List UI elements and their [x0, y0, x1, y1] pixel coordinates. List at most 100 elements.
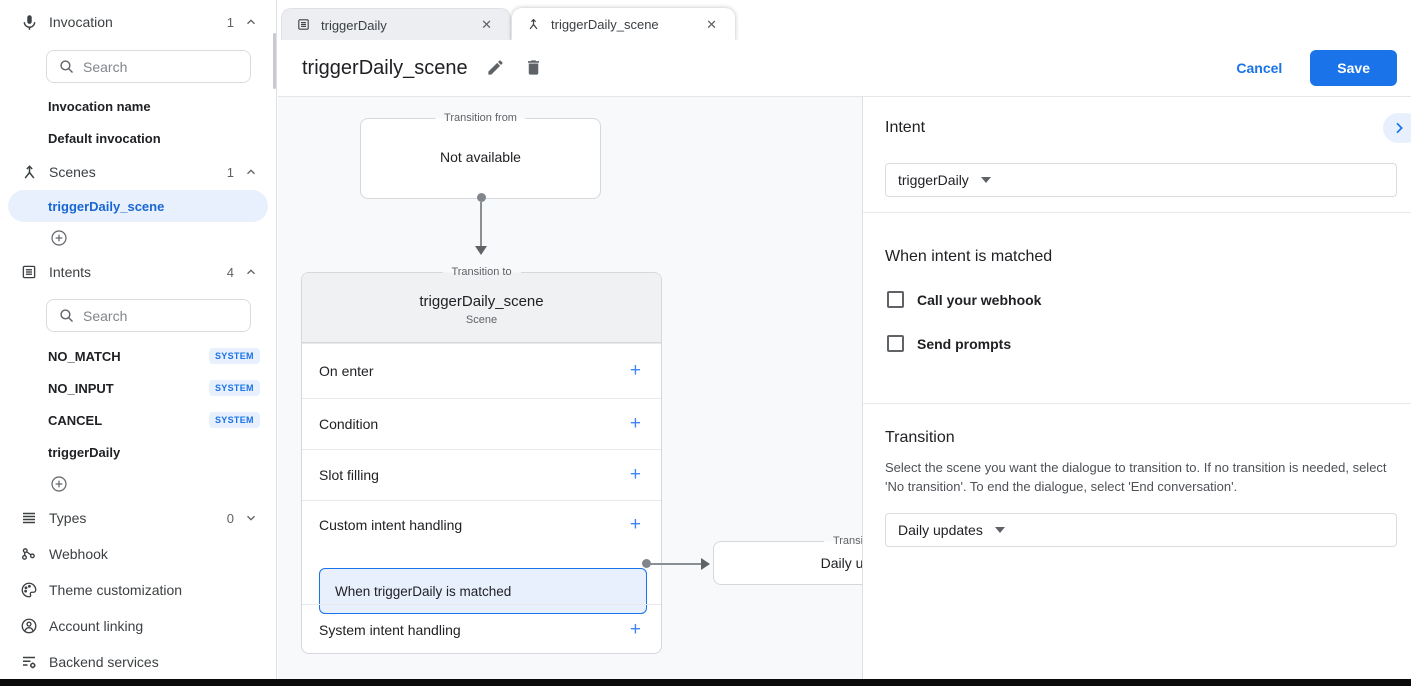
checkbox-unchecked[interactable] [887, 335, 904, 352]
chevron-up-icon [244, 15, 258, 29]
invocation-search[interactable] [46, 50, 251, 83]
sidebar-item-default-invocation[interactable]: Default invocation [48, 131, 161, 146]
section-count: 1 [226, 14, 234, 30]
add-scene-button[interactable] [50, 229, 68, 247]
sidebar-item-invocation-name[interactable]: Invocation name [48, 99, 151, 114]
sidebar-item-webhook[interactable]: Webhook [0, 541, 276, 567]
link-label: Webhook [49, 546, 108, 562]
scene-icon [526, 17, 542, 33]
link-label: Backend services [49, 654, 159, 670]
sidebar-section-types[interactable]: Types 0 [0, 505, 276, 531]
chevron-up-icon [244, 265, 258, 279]
sidebar-item-no-match[interactable]: NO_MATCH [48, 349, 121, 364]
when-matched-heading: When intent is matched [885, 248, 1053, 265]
link-label: Account linking [49, 618, 144, 634]
target-card-title: Daily updates [820, 555, 862, 571]
sidebar-section-intents[interactable]: Intents 4 [0, 259, 276, 285]
transition-select-value: Daily updates [898, 522, 983, 538]
transition-select[interactable]: Daily updates [885, 513, 1397, 547]
sidebar-item-account-linking[interactable]: Account linking [0, 613, 276, 639]
checkbox-unchecked[interactable] [887, 291, 904, 308]
row-slot-filling[interactable]: Slot filling + [302, 449, 661, 500]
link-label: Theme customization [49, 582, 183, 598]
connector-dot [642, 559, 651, 568]
section-label: Intents [49, 264, 92, 280]
add-intent-button[interactable] [50, 475, 68, 493]
section-label: Types [49, 510, 87, 526]
tab-triggerdaily[interactable]: triggerDaily ✕ [281, 8, 511, 41]
edit-pencil-icon[interactable] [486, 58, 506, 78]
search-input[interactable] [83, 58, 213, 75]
bottom-bar [0, 679, 1411, 686]
intents-search[interactable] [46, 299, 251, 332]
row-on-enter[interactable]: On enter + [302, 343, 661, 398]
sidebar-item-cancel[interactable]: CANCEL [48, 413, 103, 428]
tab-strip: triggerDaily ✕ triggerDaily_scene ✕ [278, 0, 1411, 41]
add-icon[interactable]: + [629, 619, 641, 640]
search-input[interactable] [83, 307, 213, 324]
row-custom-intent-handling[interactable]: Custom intent handling + When triggerDai… [302, 500, 661, 614]
sidebar-item-triggerdaily-scene[interactable]: triggerDaily_scene [8, 190, 268, 222]
arrowhead-right-icon [701, 558, 710, 570]
section-count: 4 [226, 264, 234, 280]
sidebar-item-theme-customization[interactable]: Theme customization [0, 577, 276, 603]
transition-from-card[interactable]: Transition from Not available [360, 111, 601, 199]
chevron-up-icon [244, 165, 258, 179]
page-title: triggerDaily_scene [302, 56, 468, 79]
add-icon[interactable]: + [629, 413, 641, 434]
chevron-down-icon [244, 511, 258, 525]
search-icon [60, 309, 74, 323]
connector-line [480, 202, 482, 246]
add-icon[interactable]: + [629, 464, 641, 485]
dropdown-caret-icon [994, 527, 1005, 533]
transition-heading: Transition [885, 429, 955, 446]
tab-label: triggerDaily_scene [551, 17, 659, 32]
scene-item-label: triggerDaily_scene [48, 198, 165, 214]
save-button[interactable]: Save [1310, 50, 1397, 86]
scenes-icon [19, 162, 39, 182]
chevron-right-icon [1396, 122, 1403, 134]
intent-heading: Intent [885, 119, 926, 136]
call-webhook-option[interactable]: Call your webhook [887, 291, 1041, 308]
scene-card-subtitle: Scene [465, 314, 498, 326]
intent-handler-chip-selected[interactable]: When triggerDaily is matched [319, 568, 647, 614]
scene-card[interactable]: Transition to triggerDaily_scene Scene O… [301, 265, 662, 655]
close-icon[interactable]: ✕ [481, 17, 492, 32]
add-icon[interactable]: + [629, 514, 641, 535]
add-icon[interactable]: + [629, 360, 641, 381]
section-label: Invocation [49, 14, 113, 30]
connector-dot [477, 193, 486, 202]
tab-triggerdaily-scene[interactable]: triggerDaily_scene ✕ [512, 8, 735, 41]
intents-icon [19, 262, 39, 282]
add-circle-icon [51, 230, 67, 246]
sidebar-item-triggerdaily[interactable]: triggerDaily [48, 445, 121, 460]
add-circle-icon [51, 476, 67, 492]
intent-select[interactable]: triggerDaily [885, 163, 1397, 197]
intent-icon [296, 17, 312, 33]
intent-select-value: triggerDaily [898, 172, 969, 188]
transition-target-card[interactable]: Transition to Daily updates [713, 534, 862, 585]
section-count: 0 [226, 510, 234, 526]
sidebar-item-no-input[interactable]: NO_INPUT [48, 381, 114, 396]
section-count: 1 [226, 164, 234, 180]
section-label: Scenes [49, 164, 96, 180]
sidebar-item-backend-services[interactable]: Backend services [0, 649, 276, 675]
row-system-intent-handling[interactable]: System intent handling + [302, 604, 661, 655]
scene-canvas: Transition from Not available Transition… [278, 97, 862, 679]
collapse-panel-button[interactable] [1383, 113, 1411, 143]
transition-from-value: Not available [440, 149, 521, 165]
intent-editor-panel: Intent triggerDaily When intent is match… [862, 97, 1411, 679]
sidebar-scrollbar[interactable] [273, 33, 276, 89]
scene-card-title: triggerDaily_scene [419, 293, 544, 310]
send-prompts-option[interactable]: Send prompts [887, 335, 1011, 352]
close-icon[interactable]: ✕ [706, 16, 717, 32]
card-legend: Transition from [435, 111, 526, 126]
sidebar-section-invocation[interactable]: Invocation 1 [0, 9, 276, 35]
sidebar-section-scenes[interactable]: Scenes 1 [0, 159, 276, 185]
row-condition[interactable]: Condition + [302, 398, 661, 449]
delete-trash-icon[interactable] [524, 58, 544, 78]
types-icon [19, 508, 39, 528]
cancel-button[interactable]: Cancel [1236, 60, 1283, 76]
card-legend: Transition to [823, 534, 862, 549]
card-legend: Transition to [442, 265, 521, 280]
